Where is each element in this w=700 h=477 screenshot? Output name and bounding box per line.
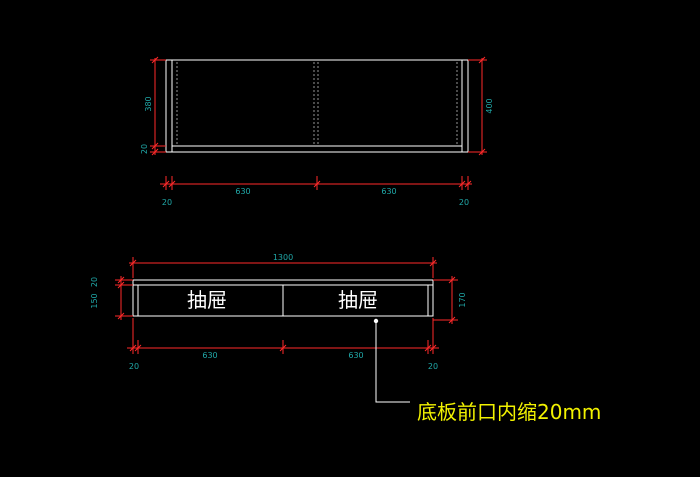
top-view-bottom-dimension: [160, 176, 472, 190]
top-view-dim-side-right: 20: [459, 198, 469, 207]
top-view-dim-height-total: 400: [485, 98, 494, 113]
front-view-dim-total-height: 170: [458, 292, 467, 307]
annotation-leader-line: [375, 321, 410, 403]
front-view-dim-side-right: 20: [428, 362, 438, 371]
drawer-label-right: 抽屉: [338, 288, 378, 312]
front-view-top-dimension: [129, 257, 437, 278]
front-view-dim-width-right: 630: [348, 351, 363, 360]
top-view-dim-width-left: 630: [235, 187, 250, 196]
front-view-bottom-dimension: [127, 318, 439, 354]
front-view-dim-width-left: 630: [202, 351, 217, 360]
top-view-dim-bottom-thickness: 20: [140, 144, 149, 154]
front-view-dim-side-left: 20: [129, 362, 139, 371]
front-view: 1300 抽屉 抽屉 20 150 170: [90, 253, 601, 424]
front-view-right-dimension: [433, 276, 458, 324]
front-view-dim-drawer-height: 150: [90, 293, 99, 308]
top-view-outline: [165, 59, 469, 153]
top-view-dim-height-inner: 380: [144, 96, 153, 111]
top-view-right-dimension: [468, 56, 487, 156]
top-view-left-dimension: [150, 56, 166, 156]
annotation-note: 底板前口内缩20mm: [417, 400, 601, 424]
top-view-dim-side-left: 20: [162, 198, 172, 207]
drawer-label-left: 抽屉: [187, 288, 227, 312]
front-view-dim-top-thickness: 20: [90, 277, 99, 287]
top-view: 380 20 400 630 630 20 20: [140, 56, 494, 207]
front-view-left-dimension: [115, 276, 133, 320]
front-view-dim-total-width: 1300: [273, 253, 293, 262]
top-view-dim-width-right: 630: [381, 187, 396, 196]
